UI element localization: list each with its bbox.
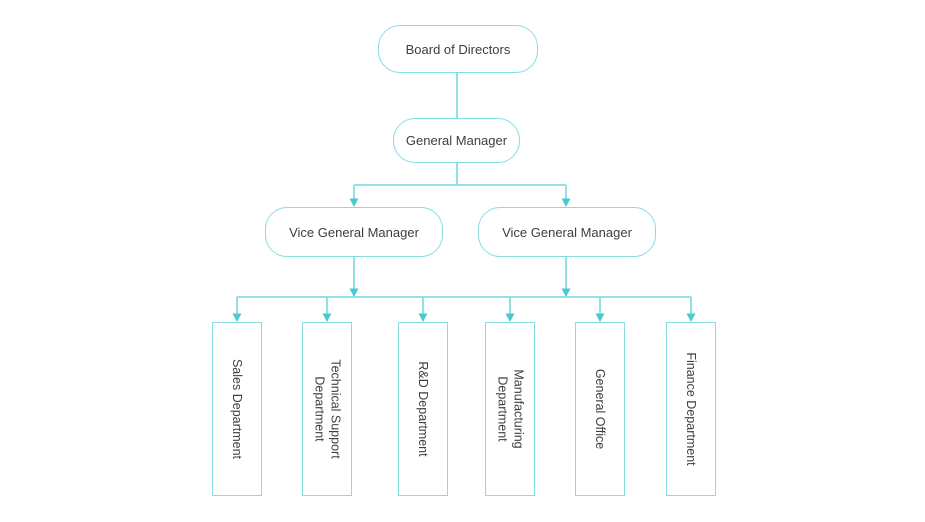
node-finance-department[interactable]: Finance Department — [666, 322, 716, 496]
node-rd-department[interactable]: R&D Department — [398, 322, 448, 496]
node-vice-general-manager-left[interactable]: Vice General Manager — [265, 207, 443, 257]
arrowhead-dept5 — [595, 313, 605, 322]
arrowhead-dept3 — [418, 313, 428, 322]
node-label: Technical Support Department — [312, 359, 343, 459]
node-label: Sales Department — [230, 358, 245, 460]
arrowhead-dept1 — [232, 313, 242, 322]
node-label: General Office — [593, 368, 608, 450]
node-label: General Manager — [405, 133, 508, 148]
node-manufacturing-department[interactable]: Manufacturing Department — [485, 322, 535, 496]
arrowhead-vgm1 — [349, 198, 359, 207]
arrowhead-dept4 — [505, 313, 515, 322]
node-label: Vice General Manager — [289, 224, 419, 240]
arrowhead-vgm1-bus — [349, 288, 359, 297]
node-label: R&D Department — [416, 361, 431, 457]
node-sales-department[interactable]: Sales Department — [212, 322, 262, 496]
arrowhead-vgm2 — [561, 198, 571, 207]
node-label: Manufacturing Department — [495, 369, 526, 449]
arrowhead-dept6 — [686, 313, 696, 322]
node-vice-general-manager-right[interactable]: Vice General Manager — [478, 207, 656, 257]
arrowhead-vgm2-bus — [561, 288, 571, 297]
node-label: Vice General Manager — [502, 224, 632, 240]
arrowhead-dept2 — [322, 313, 332, 322]
edge-lines — [236, 73, 692, 314]
node-board-of-directors[interactable]: Board of Directors — [378, 25, 538, 73]
node-general-office[interactable]: General Office — [575, 322, 625, 496]
node-general-manager[interactable]: General Manager — [393, 118, 520, 163]
node-label: Board of Directors — [405, 41, 511, 57]
node-technical-support-department[interactable]: Technical Support Department — [302, 322, 352, 496]
node-label: Finance Department — [684, 352, 699, 466]
